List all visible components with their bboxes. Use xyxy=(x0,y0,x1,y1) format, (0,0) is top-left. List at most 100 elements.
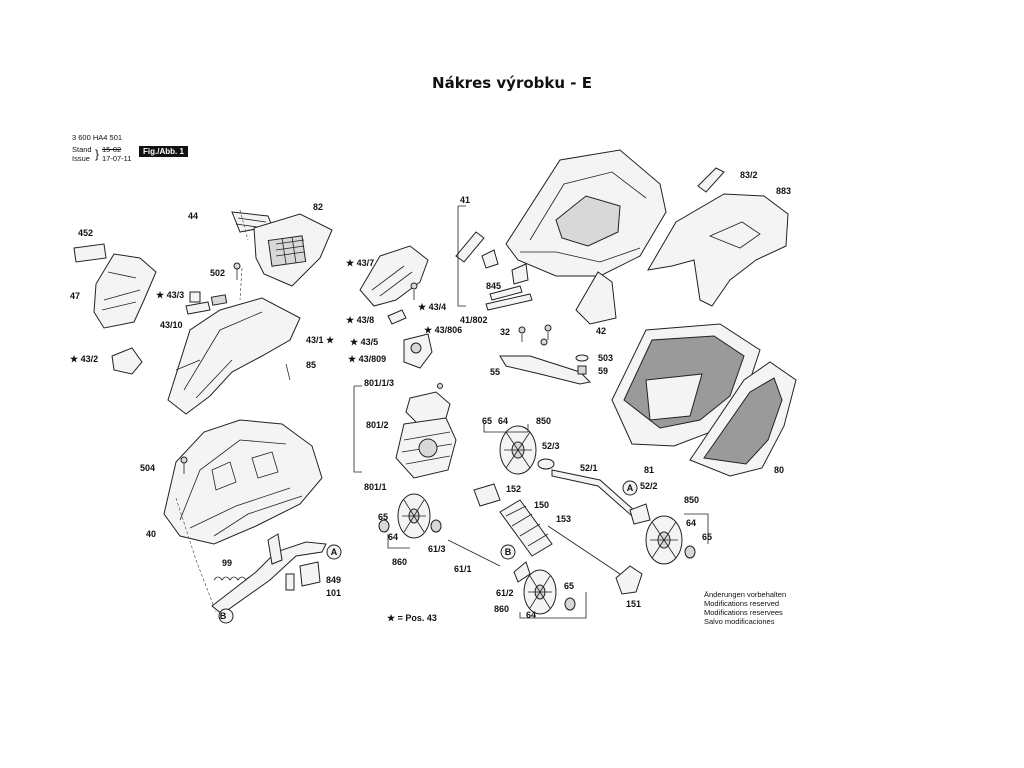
label-43-4: ★ 43/4 xyxy=(418,302,446,312)
part-52-2-bracket xyxy=(629,503,651,525)
label-52-3: 52/3 xyxy=(542,441,560,451)
part-860-wheel-front-right xyxy=(523,569,557,615)
date-brace-icon: } xyxy=(95,147,100,161)
label-42: 42 xyxy=(596,326,606,336)
label-82: 82 xyxy=(313,202,323,212)
part-502-screw xyxy=(233,262,241,280)
issue-value: 17-07-11 xyxy=(102,154,132,163)
label-61-1: 61/1 xyxy=(454,564,472,574)
label-43-1: 43/1 ★ xyxy=(306,335,335,345)
part-850-wheel-rear-right xyxy=(645,515,683,565)
part-43-8-clip xyxy=(387,309,407,325)
part-43-7-cover xyxy=(359,245,429,307)
label-151: 151 xyxy=(626,599,641,609)
part-43-4-small xyxy=(410,282,418,300)
figure-badge: Fig./Abb. 1 xyxy=(139,146,188,157)
label-860-b: 860 xyxy=(494,604,509,614)
legend-pos-43: ★ = Pos. 43 xyxy=(387,613,437,623)
part-41-deck xyxy=(505,149,667,277)
label-845: 845 xyxy=(486,281,501,291)
label-43-7: ★ 43/7 xyxy=(346,258,374,268)
label-52-2: 52/2 xyxy=(640,481,658,491)
label-81: 81 xyxy=(644,465,654,475)
label-849: 849 xyxy=(326,575,341,585)
label-55: 55 xyxy=(490,367,500,377)
label-b2: B xyxy=(505,547,512,557)
part-452-plate xyxy=(73,243,107,263)
label-101: 101 xyxy=(326,588,341,598)
label-43-5: ★ 43/5 xyxy=(350,337,378,347)
part-43-5-switch xyxy=(403,333,433,369)
label-152: 152 xyxy=(506,484,521,494)
part-83-2-handle-top xyxy=(697,167,725,193)
note-fr: Modifications reservees xyxy=(704,608,783,617)
issue-label: Issue xyxy=(72,154,90,163)
part-85-pin xyxy=(285,363,291,381)
part-61-2-bracket xyxy=(513,561,531,583)
label-43-806: ★ 43/806 xyxy=(424,325,462,335)
part-65-cap-front-left xyxy=(378,519,442,533)
part-152-150-roller xyxy=(473,483,553,557)
part-101-wheel-axle-holder xyxy=(285,561,321,591)
label-a: A xyxy=(331,547,338,557)
part-40-main-housing xyxy=(163,419,323,545)
label-452: 452 xyxy=(78,228,93,238)
label-883: 883 xyxy=(776,186,791,196)
label-64-c: 64 xyxy=(526,610,536,620)
label-40: 40 xyxy=(146,529,156,539)
label-64-b: 64 xyxy=(388,532,398,542)
label-a2: A xyxy=(627,483,634,493)
label-43-809: ★ 43/809 xyxy=(348,354,386,364)
marker-b-circle xyxy=(218,608,234,624)
label-61-2: 61/2 xyxy=(496,588,514,598)
part-52-1-axle xyxy=(551,469,637,517)
part-850-wheel-rear-left xyxy=(499,425,537,475)
label-59: 59 xyxy=(598,366,608,376)
part-61-1-axle xyxy=(447,539,501,567)
part-883-grass-box-lid xyxy=(647,193,789,307)
label-47: 47 xyxy=(70,291,80,301)
label-801-1: 801/1 xyxy=(364,482,387,492)
part-55-blade xyxy=(499,355,592,385)
label-43-2: ★ 43/2 xyxy=(70,354,98,364)
label-32: 32 xyxy=(500,327,510,337)
label-65-c: 65 xyxy=(564,581,574,591)
part-503-59-hardware xyxy=(575,354,589,375)
label-153: 153 xyxy=(556,514,571,524)
label-83-2: 83/2 xyxy=(740,170,758,180)
label-150: 150 xyxy=(534,500,549,510)
label-61-3: 61/3 xyxy=(428,544,446,554)
label-502: 502 xyxy=(210,268,225,278)
part-32-screw xyxy=(518,324,552,346)
part-43-3-clip xyxy=(185,291,211,315)
label-52-1: 52/1 xyxy=(580,463,598,473)
label-44: 44 xyxy=(188,211,198,221)
part-41-802-parts xyxy=(455,231,533,311)
marker-a-circle xyxy=(326,544,342,560)
label-43-3: ★ 43/3 xyxy=(156,290,184,300)
part-52-3-nut xyxy=(537,458,555,470)
label-b: B xyxy=(220,611,227,621)
marker-b2-circle xyxy=(500,544,516,560)
label-65-a: 65 xyxy=(482,416,492,426)
part-43-2-latch xyxy=(111,347,143,375)
part-849-height-lever xyxy=(211,533,327,615)
part-82-control-panel xyxy=(253,213,333,287)
label-503: 503 xyxy=(598,353,613,363)
label-43-10: 43/10 xyxy=(160,320,183,330)
label-65-b: 65 xyxy=(378,512,388,522)
part-47-hood xyxy=(93,253,157,329)
page-title: Nákres výrobku - E xyxy=(432,74,592,92)
label-64-a: 64 xyxy=(498,416,508,426)
label-850-a: 850 xyxy=(536,416,551,426)
note-en: Modifications reserved xyxy=(704,599,780,608)
label-41: 41 xyxy=(460,195,470,205)
label-850-b: 850 xyxy=(684,495,699,505)
part-80-grass-box-side xyxy=(689,361,797,477)
document-number: 3 600 HA4 501 xyxy=(72,133,123,142)
note-de: Änderungen vorbehalten xyxy=(704,590,787,599)
note-es: Salvo modificaciones xyxy=(704,617,775,626)
part-151-end-cap xyxy=(615,565,643,595)
